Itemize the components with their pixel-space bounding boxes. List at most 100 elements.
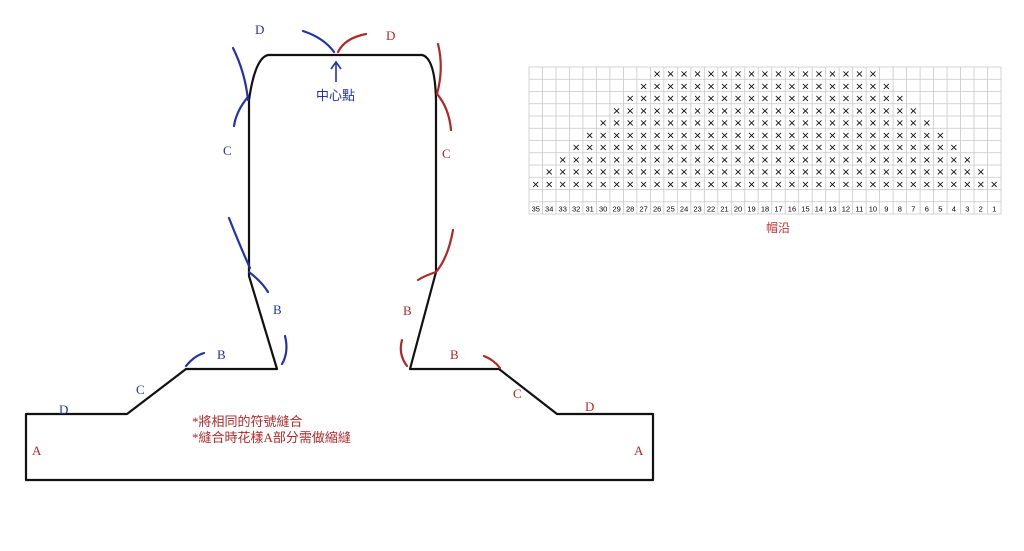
chart-x-mark: × xyxy=(815,81,823,92)
chart-x-mark: × xyxy=(720,143,728,154)
chart-x-mark: × xyxy=(693,81,701,92)
chart-x-mark: × xyxy=(923,143,931,154)
chart-x-mark: × xyxy=(559,155,567,166)
chart-x-mark: × xyxy=(626,167,634,178)
chart-x-mark: × xyxy=(788,118,796,129)
chart-x-mark: × xyxy=(923,130,931,141)
chart-x-mark: × xyxy=(828,81,836,92)
chart-x-mark: × xyxy=(909,179,917,190)
left-mark-top-center xyxy=(301,29,336,54)
chart-x-mark: × xyxy=(680,69,688,80)
chart-x-mark: × xyxy=(882,167,890,178)
chart-x-mark: × xyxy=(788,179,796,190)
chart-x-mark: × xyxy=(855,143,863,154)
chart-x-mark: × xyxy=(666,94,674,105)
chart-x-mark: × xyxy=(909,106,917,117)
chart-x-mark: × xyxy=(882,94,890,105)
label-right-c-base: C xyxy=(513,386,522,401)
chart-x-mark: × xyxy=(869,167,877,178)
chart-x-mark: × xyxy=(815,167,823,178)
chart-x-mark: × xyxy=(572,143,580,154)
chart-x-mark: × xyxy=(720,167,728,178)
chart-x-mark: × xyxy=(666,143,674,154)
chart-x-mark: × xyxy=(693,69,701,80)
chart-x-mark: × xyxy=(936,143,944,154)
chart-x-mark: × xyxy=(707,179,715,190)
chart-x-mark: × xyxy=(909,167,917,178)
chart-x-mark: × xyxy=(734,81,742,92)
chart-x-mark: × xyxy=(788,69,796,80)
chart-x-mark: × xyxy=(788,155,796,166)
chart-x-mark: × xyxy=(855,118,863,129)
chart-x-mark: × xyxy=(585,130,593,141)
chart-x-mark: × xyxy=(693,130,701,141)
chart-x-mark: × xyxy=(707,94,715,105)
chart-x-mark: × xyxy=(612,118,620,129)
chart-x-mark: × xyxy=(855,81,863,92)
chart-column-number: 34 xyxy=(545,204,553,213)
chart-x-mark: × xyxy=(869,143,877,154)
chart-column-number: 24 xyxy=(680,204,688,213)
chart-x-mark: × xyxy=(680,179,688,190)
chart-x-mark: × xyxy=(693,167,701,178)
chart-x-mark: × xyxy=(599,143,607,154)
chart-x-mark: × xyxy=(720,118,728,129)
chart-x-mark: × xyxy=(666,118,674,129)
chart-x-mark: × xyxy=(572,155,580,166)
chart-x-mark: × xyxy=(693,94,701,105)
note-line-1: *將相同的符號縫合 xyxy=(192,414,303,429)
chart-x-mark: × xyxy=(747,106,755,117)
chart-x-mark: × xyxy=(855,167,863,178)
chart-x-mark: × xyxy=(747,155,755,166)
label-left-d-top: D xyxy=(255,22,264,37)
chart-x-mark: × xyxy=(747,81,755,92)
label-right-d-base: D xyxy=(585,399,594,414)
chart-x-mark: × xyxy=(559,167,567,178)
chart-x-mark: × xyxy=(963,155,971,166)
chart-column-number: 22 xyxy=(707,204,715,213)
chart-x-mark: × xyxy=(842,155,850,166)
right-mark-top-d xyxy=(435,42,442,96)
chart-x-mark: × xyxy=(585,143,593,154)
chart-x-mark: × xyxy=(666,155,674,166)
chart-x-mark: × xyxy=(815,130,823,141)
chart-x-mark: × xyxy=(599,118,607,129)
chart-column-number: 4 xyxy=(952,204,956,213)
label-right-b-diag: B xyxy=(403,303,412,318)
chart-x-mark: × xyxy=(761,155,769,166)
chart-x-mark: × xyxy=(612,143,620,154)
right-mark-lower-c xyxy=(434,228,455,274)
chart-x-mark: × xyxy=(693,118,701,129)
chart-column-number: 7 xyxy=(911,204,915,213)
chart-x-mark: × xyxy=(855,130,863,141)
chart-x-mark: × xyxy=(532,179,540,190)
chart-x-mark: × xyxy=(680,143,688,154)
chart-x-mark: × xyxy=(734,155,742,166)
chart-x-mark: × xyxy=(774,69,782,80)
chart-x-mark: × xyxy=(693,106,701,117)
chart-x-mark: × xyxy=(774,94,782,105)
chart-x-mark: × xyxy=(896,143,904,154)
note-line-2: *縫合時花樣A部分需做縮縫 xyxy=(192,430,351,445)
chart-x-mark: × xyxy=(653,94,661,105)
chart-x-mark: × xyxy=(869,106,877,117)
label-right-b-base: B xyxy=(450,347,459,362)
chart-x-mark: × xyxy=(815,94,823,105)
chart-x-mark: × xyxy=(828,143,836,154)
chart-x-mark: × xyxy=(869,155,877,166)
chart-x-mark: × xyxy=(774,143,782,154)
chart-x-mark: × xyxy=(774,81,782,92)
right-seam-marks xyxy=(336,32,502,370)
chart-x-mark: × xyxy=(639,94,647,105)
chart-x-mark: × xyxy=(639,130,647,141)
chart-x-mark: × xyxy=(612,179,620,190)
chart-column-number: 26 xyxy=(653,204,661,213)
chart-x-mark: × xyxy=(923,118,931,129)
chart-x-mark: × xyxy=(882,118,890,129)
chart-x-mark: × xyxy=(842,179,850,190)
chart-x-mark: × xyxy=(950,143,958,154)
brim-knitting-chart: × × × × × × × × × × × × × × × × × × × × × × × × × × × × × × × × × × × × × × × ×… xyxy=(528,66,1002,215)
chart-x-mark: × xyxy=(788,167,796,178)
chart-x-mark: × xyxy=(747,94,755,105)
label-left-c-side: C xyxy=(223,143,232,158)
